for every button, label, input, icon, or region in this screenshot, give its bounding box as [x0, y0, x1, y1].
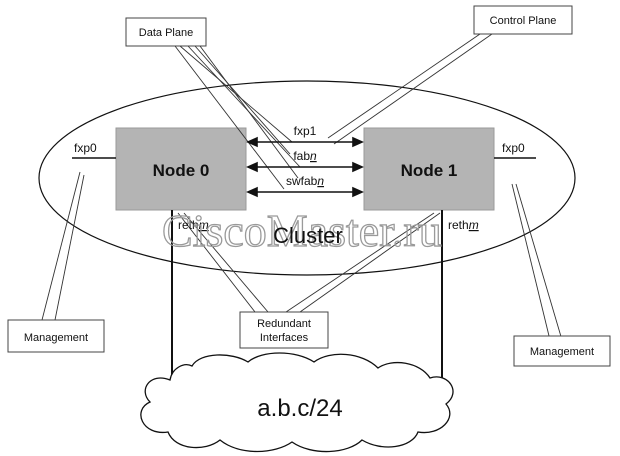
- swfab-prefix: swfab: [286, 174, 318, 188]
- fxp0-left-label: fxp0: [74, 141, 97, 155]
- management-left-callout-box: [7, 319, 105, 353]
- control-plane-callout: Control Plane: [490, 15, 557, 27]
- interconnect-links: [246, 136, 364, 198]
- data-plane-callout-box: [125, 17, 207, 47]
- cluster-ellipse: [38, 80, 576, 276]
- swfab-label: swfabn: [286, 174, 324, 188]
- redundant-interfaces-callout-box: [239, 311, 329, 349]
- management-left-callout: Management: [24, 332, 88, 344]
- control-plane-pointers: [327, 33, 493, 145]
- redundant-pointers: [177, 212, 441, 313]
- swfab-suffix: n: [317, 174, 324, 188]
- control-plane-callout-box: [473, 5, 573, 35]
- node1-label: Node 1: [401, 161, 458, 180]
- node0-box: [115, 127, 247, 211]
- reth-right-suffix: m: [469, 218, 479, 232]
- reth-left-suffix: m: [199, 218, 209, 232]
- management-right-callout: Management: [530, 346, 594, 358]
- reth-right-prefix: reth: [448, 218, 469, 232]
- fab-prefix: fab: [293, 149, 310, 163]
- reth-left-prefix: reth: [178, 218, 199, 232]
- redundant-interfaces-line1: Redundant: [257, 318, 311, 330]
- management-pointers: [41, 171, 563, 341]
- node0-label: Node 0: [153, 161, 210, 180]
- reth-left-label: rethm: [178, 218, 209, 232]
- data-plane-callout: Data Plane: [139, 27, 193, 39]
- management-right-callout-box: [513, 335, 611, 367]
- watermark: CiscoMaster.ru: [162, 205, 442, 256]
- fab-label: fabn: [293, 149, 317, 163]
- data-plane-pointers: [174, 45, 301, 190]
- network-label: a.b.c/24: [257, 395, 342, 422]
- fab-suffix: n: [310, 149, 317, 163]
- node1-box: [363, 127, 495, 211]
- reth-right-label: rethm: [448, 218, 479, 232]
- fxp0-right-label: fxp0: [502, 141, 525, 155]
- fxp1-label: fxp1: [294, 124, 317, 138]
- cluster-label: Cluster: [273, 223, 343, 248]
- redundant-interfaces-line2: Interfaces: [260, 332, 309, 344]
- network-cloud: [140, 352, 454, 453]
